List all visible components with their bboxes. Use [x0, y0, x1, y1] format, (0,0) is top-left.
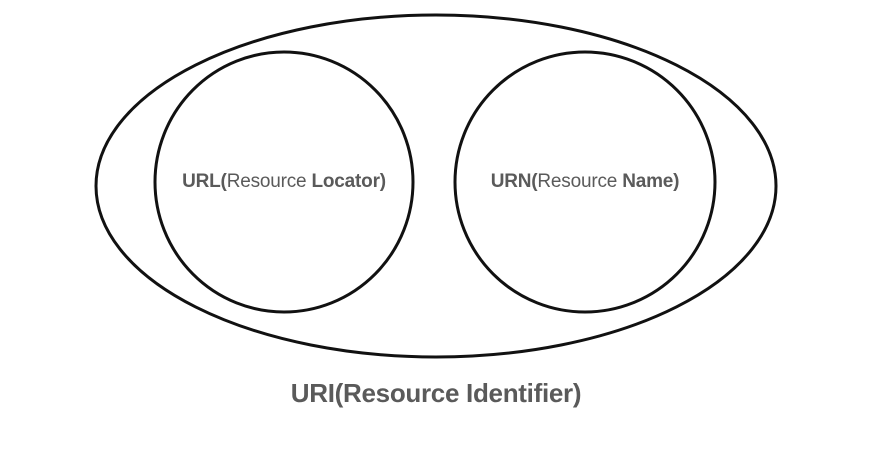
label-url-abbr: URL [182, 171, 221, 192]
label-urn: URN(Resource Name) [491, 171, 680, 193]
label-url: URL(Resource Locator) [182, 171, 386, 193]
inner-ellipse-url [153, 50, 415, 314]
caption-uri: URI(Resource Identifier) [290, 378, 582, 408]
label-urn-close-paren: ) [673, 171, 680, 192]
label-urn-resource-word: Resource [537, 171, 623, 192]
label-urn-name-word: Name [622, 171, 674, 192]
label-url-open-paren: ( [220, 171, 227, 192]
label-urn-open-paren: ( [531, 171, 538, 192]
label-url-locator-word: Locator [311, 171, 380, 192]
inner-ellipse-urn [453, 50, 717, 314]
label-urn-abbr: URN [490, 171, 532, 192]
outer-ellipse-uri [94, 13, 778, 359]
label-url-close-paren: ) [379, 171, 386, 192]
label-url-resource-word: Resource [226, 171, 312, 192]
